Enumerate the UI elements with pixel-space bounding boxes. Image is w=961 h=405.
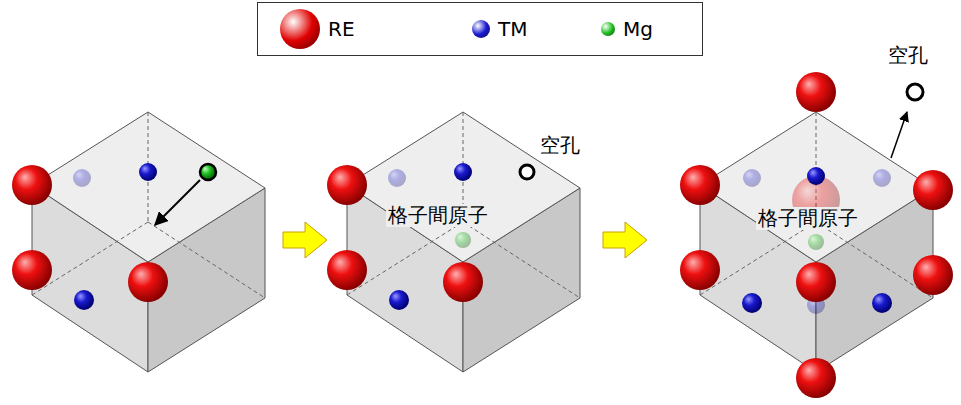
legend-swatch xyxy=(280,9,320,49)
legend-swatch xyxy=(472,20,490,38)
legend-text: TM xyxy=(498,17,527,41)
legend-text: RE xyxy=(328,17,355,41)
legend-entry: TM xyxy=(472,3,527,54)
legend-entry: RE xyxy=(280,3,355,54)
cube-1 xyxy=(12,112,265,372)
annotation-label: 格子間原子 xyxy=(756,207,860,230)
legend-swatch xyxy=(601,22,615,36)
annotation-label: 空孔 xyxy=(538,134,582,157)
annotation-label: 空孔 xyxy=(886,44,930,67)
legend-box: RE TM Mg xyxy=(257,2,703,56)
process-arrow xyxy=(283,222,327,258)
annotation-label: 格子間原子 xyxy=(386,204,490,227)
legend-text: Mg xyxy=(623,17,653,41)
process-arrow xyxy=(603,222,647,258)
cube-3 xyxy=(680,72,953,398)
legend-entry: Mg xyxy=(601,3,653,54)
